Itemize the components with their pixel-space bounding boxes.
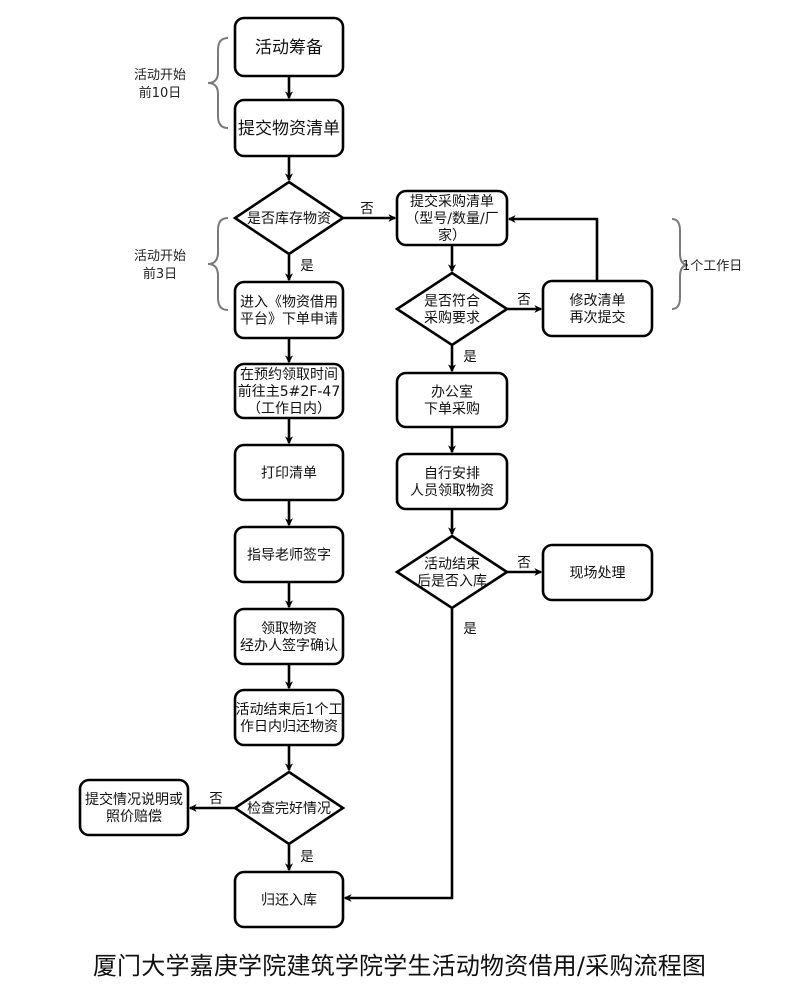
label-instock-no: 否 bbox=[360, 201, 374, 217]
note-one-workday: 1个工作日 bbox=[682, 259, 742, 274]
node-text-line: 活动结束后1个工 bbox=[236, 702, 343, 718]
process-shape bbox=[233, 870, 345, 929]
node-onsite: 现场处理 bbox=[541, 543, 654, 602]
node-text-line: 现场处理 bbox=[570, 566, 626, 582]
process-shape bbox=[233, 98, 345, 158]
brace-one-workday bbox=[671, 218, 689, 310]
note-three-days-line2: 前3日 bbox=[143, 266, 177, 282]
node-text-line: 下单采购 bbox=[424, 402, 480, 418]
nodes: 活动筹备提交物资清单是否库存物资进入《物资借用平台》下单申请在预约领取时间前往主… bbox=[78, 16, 654, 929]
diagram-title: 厦门大学嘉庚学院建筑学院学生活动物资借用/采购流程图 bbox=[92, 952, 707, 980]
process-shape bbox=[233, 688, 345, 747]
edge-store-yes bbox=[343, 609, 454, 902]
node-text-line: 后是否入库 bbox=[417, 574, 487, 590]
label-check-no: 否 bbox=[209, 791, 223, 807]
node-text-line: 活动筹备 bbox=[255, 38, 323, 58]
node-prepare: 活动筹备 bbox=[233, 16, 345, 78]
process-shape bbox=[233, 525, 345, 584]
node-submit-list: 提交物资清单 bbox=[233, 98, 345, 158]
node-text-line: 采购要求 bbox=[424, 311, 480, 327]
node-text-line: （工作日内） bbox=[247, 401, 331, 417]
label-store-yes: 是 bbox=[463, 621, 477, 637]
node-check-condition: 检查完好情况 bbox=[232, 770, 346, 846]
node-text-line: 是否库存物资 bbox=[247, 211, 331, 227]
process-shape bbox=[233, 443, 345, 502]
label-meets-no: 否 bbox=[517, 292, 531, 308]
process-shape bbox=[541, 543, 654, 602]
node-text-line: 家） bbox=[438, 227, 466, 244]
brace-three-days bbox=[207, 217, 229, 311]
node-text-line: 提交采购清单 bbox=[410, 193, 494, 210]
label-check-yes: 是 bbox=[300, 849, 314, 865]
label-store-no: 否 bbox=[517, 555, 531, 571]
node-text-line: 提交情况说明或 bbox=[85, 791, 183, 808]
label-instock-yes: 是 bbox=[300, 258, 314, 274]
edges bbox=[188, 77, 599, 902]
decision-shape bbox=[232, 770, 346, 846]
process-shape bbox=[233, 362, 345, 420]
node-text-line: （型号/数量/厂 bbox=[405, 211, 498, 227]
node-text-line: 归还入库 bbox=[261, 892, 317, 909]
process-shape bbox=[541, 279, 654, 338]
decision-shape bbox=[394, 271, 510, 347]
node-text-line: 经办人签字确认 bbox=[240, 637, 338, 654]
node-store-back: 归还入库 bbox=[233, 870, 345, 929]
process-shape bbox=[395, 452, 509, 511]
process-shape bbox=[233, 280, 345, 340]
node-in-stock: 是否库存物资 bbox=[232, 180, 346, 256]
node-text-line: 指导老师签字 bbox=[247, 547, 331, 564]
edge-revise-feedback bbox=[507, 215, 599, 281]
node-text-line: 提交物资清单 bbox=[238, 119, 340, 139]
note-three-days-line1: 活动开始 bbox=[134, 249, 186, 264]
decision-shape bbox=[394, 534, 510, 610]
note-ten-days-line1: 活动开始 bbox=[134, 68, 186, 83]
annotations: 活动开始 前10日 活动开始 前3日 1个工作日 bbox=[134, 37, 742, 311]
node-text-line: 检查完好情况 bbox=[247, 801, 331, 817]
brace-ten-days bbox=[207, 37, 229, 129]
node-text-line: 是否符合 bbox=[424, 294, 480, 310]
node-text-line: 自行安排 bbox=[424, 466, 480, 482]
node-purchase-list: 提交采购清单（型号/数量/厂家） bbox=[395, 189, 509, 247]
node-text-line: 办公室 bbox=[431, 384, 473, 401]
node-text-line: 人员领取物资 bbox=[410, 483, 494, 499]
process-shape bbox=[395, 371, 509, 429]
process-shape bbox=[233, 16, 345, 78]
node-text-line: 作日内归还物资 bbox=[240, 718, 338, 735]
label-meets-yes: 是 bbox=[463, 349, 477, 365]
edge-labels: 否 是 否 是 否 是 否 是 bbox=[209, 201, 531, 865]
node-text-line: 前往主5#2F-47 bbox=[238, 383, 340, 400]
process-shape bbox=[233, 607, 345, 666]
node-text-line: 在预约领取时间 bbox=[240, 367, 338, 383]
node-text-line: 活动结束 bbox=[424, 557, 480, 573]
note-ten-days-line2: 前10日 bbox=[139, 85, 182, 101]
node-text-line: 平台》下单申请 bbox=[240, 312, 338, 328]
decision-shape bbox=[232, 180, 346, 256]
node-text-line: 再次提交 bbox=[570, 309, 626, 326]
node-print-list: 打印清单 bbox=[233, 443, 345, 502]
node-text-line: 修改清单 bbox=[570, 293, 626, 309]
node-text-line: 进入《物资借用 bbox=[240, 295, 338, 311]
process-shape bbox=[78, 778, 190, 837]
node-text-line: 照价赔偿 bbox=[106, 809, 162, 825]
node-text-line: 打印清单 bbox=[261, 465, 317, 482]
node-teacher-sign: 指导老师签字 bbox=[233, 525, 345, 584]
node-text-line: 领取物资 bbox=[261, 621, 317, 637]
process-shape bbox=[395, 189, 509, 247]
